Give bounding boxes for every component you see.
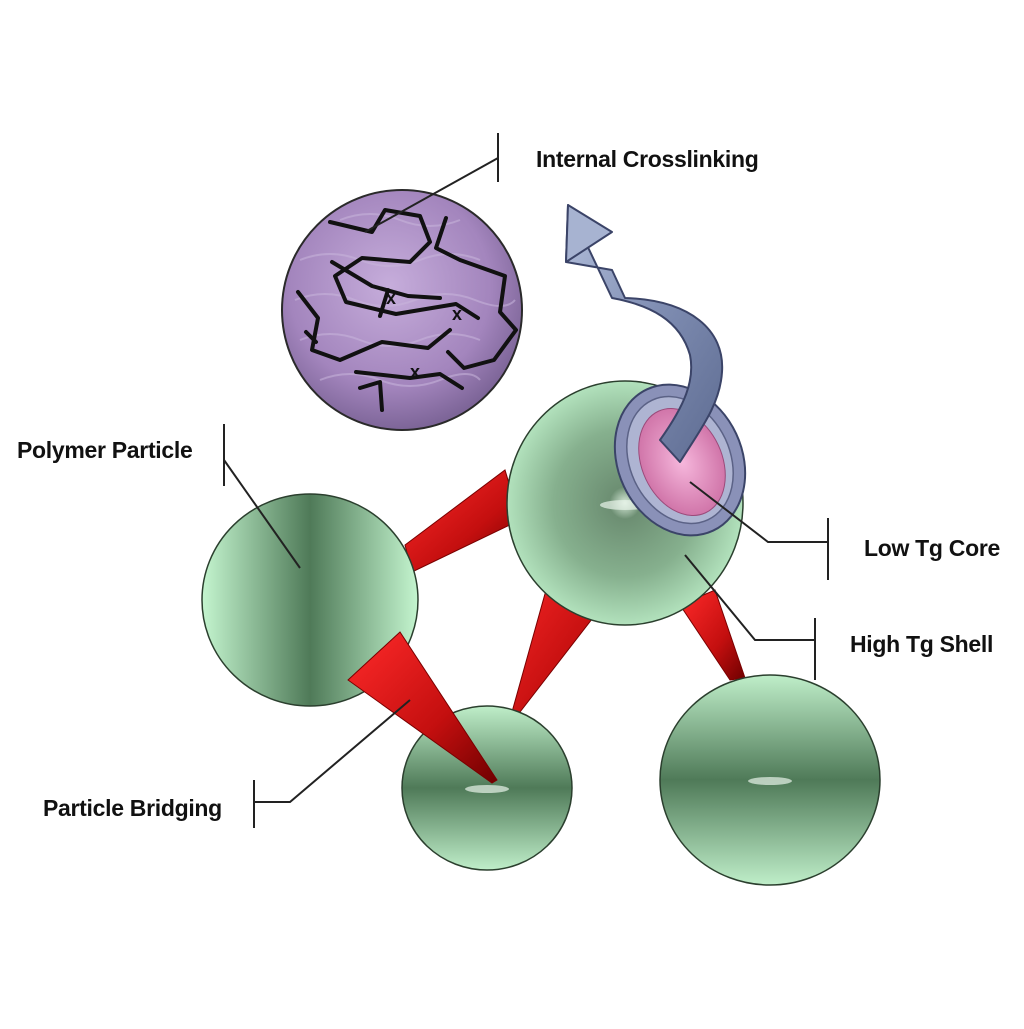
leader-lines bbox=[223, 133, 829, 828]
label-internal-crosslinking: Internal Crosslinking bbox=[536, 146, 759, 172]
curved-arrow bbox=[565, 204, 724, 463]
leader-particle-bridging bbox=[254, 699, 411, 803]
bridge-left-to-center bbox=[404, 469, 521, 573]
curved-arrow-head bbox=[565, 204, 613, 263]
label-low-tg-core: Low Tg Core bbox=[864, 535, 1000, 561]
particle-highlight bbox=[748, 777, 792, 785]
leader-high-tg-shell bbox=[684, 554, 815, 641]
label-particle-bridging: Particle Bridging bbox=[43, 795, 222, 821]
label-polymer-particle: Polymer Particle bbox=[17, 437, 193, 463]
particle-highlight bbox=[465, 785, 509, 793]
bridge-left-to-small bbox=[347, 631, 498, 784]
label-high-tg-shell: High Tg Shell bbox=[850, 631, 994, 657]
particle-left bbox=[201, 493, 419, 707]
leader-low-tg-core bbox=[689, 481, 828, 543]
low-tg-core bbox=[638, 408, 726, 516]
leader-polymer-particle bbox=[223, 459, 301, 569]
crosslink-inset: x x x bbox=[281, 189, 523, 431]
crosslink-mark: x bbox=[386, 288, 396, 308]
polymer-chains bbox=[296, 208, 518, 412]
crosslink-mark: x bbox=[410, 362, 420, 382]
crosslink-mark: x bbox=[452, 304, 462, 324]
leader-internal-crosslinking bbox=[364, 157, 499, 233]
